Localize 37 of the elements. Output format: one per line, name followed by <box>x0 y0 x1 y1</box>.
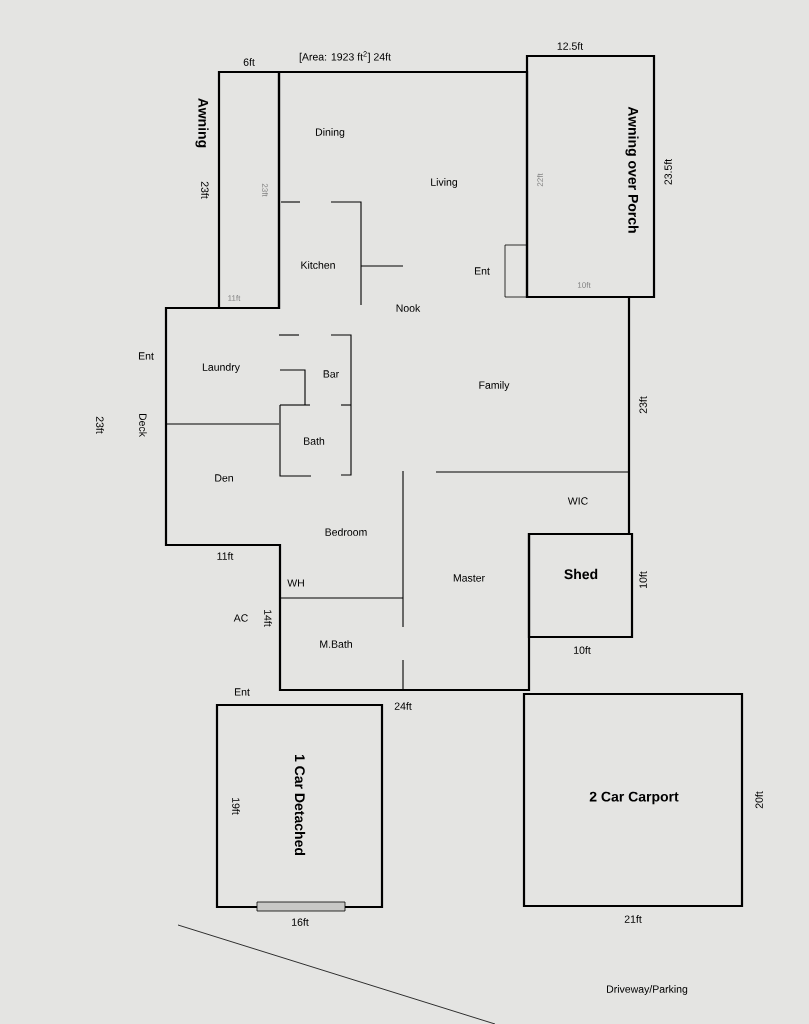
room-label: Ent <box>475 267 490 275</box>
node-label: Awning <box>195 98 209 148</box>
room-label: Nook <box>396 304 421 312</box>
room-label: 22ft <box>537 173 543 187</box>
room-label: 19ft <box>232 798 240 815</box>
room-label: Driveway/Parking <box>607 985 688 995</box>
room-label: M.Bath <box>320 640 352 648</box>
room-label: Bedroom <box>325 528 367 536</box>
room-label: 11ft <box>217 552 234 560</box>
room-label: 10ft <box>577 282 591 288</box>
room-label: 23ft <box>262 183 268 197</box>
room-label: 24ft <box>394 702 412 710</box>
room-label: Deck <box>139 413 147 437</box>
room-label: Family <box>479 381 510 391</box>
room-label: 23ft <box>639 396 647 414</box>
room-label: 14ft <box>264 610 272 627</box>
room-label: WH <box>287 579 304 587</box>
room-label: Kitchen <box>301 261 335 269</box>
room-label: 11ft <box>228 295 241 301</box>
room-label: Master <box>453 574 485 582</box>
room-label: Den <box>215 474 233 482</box>
room-label: [Area: 1923 ft$^{2}$] 24ft <box>299 51 391 63</box>
room-label: 23.5ft <box>664 158 672 185</box>
room-label: AC <box>233 614 248 622</box>
room-label: Dining <box>316 128 345 138</box>
room-label: 23ft <box>201 181 209 199</box>
structure-box: Shed <box>527 532 634 639</box>
room-label: WIC <box>567 497 588 505</box>
room-label: 20ft <box>755 791 763 809</box>
room-label: Ent <box>139 352 154 360</box>
room-label: Living <box>431 178 458 188</box>
room-label: 16ft <box>292 918 309 926</box>
room-label: Bath <box>304 437 325 445</box>
room-label: Laundry <box>202 363 240 373</box>
room-label: 23ft <box>96 416 104 434</box>
structure-box: 2 Car Carport <box>522 692 744 908</box>
room-label: Bar <box>323 370 339 378</box>
